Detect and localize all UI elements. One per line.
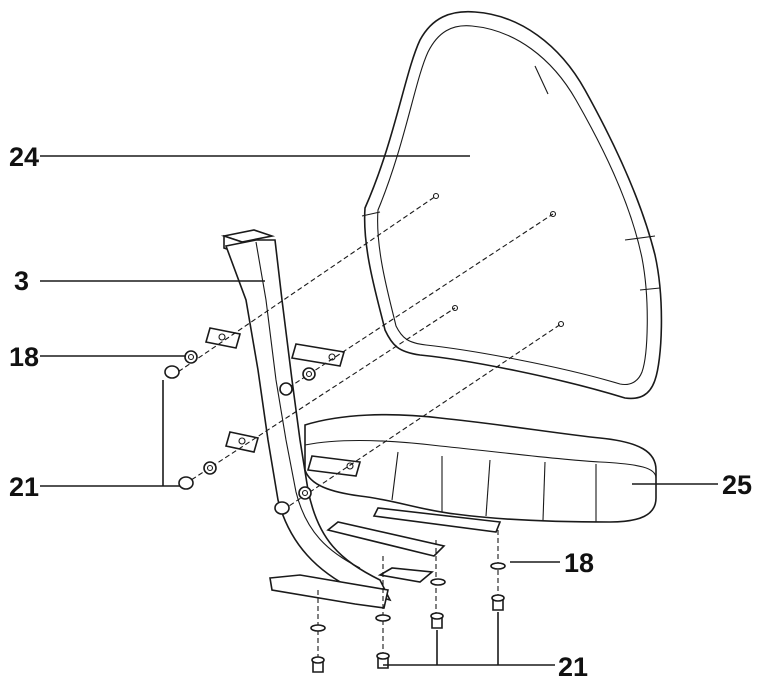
leader-lines (40, 155, 718, 666)
callout-3: 3 (14, 266, 29, 296)
backrest-pad (361, 10, 663, 400)
callout-24: 24 (9, 142, 39, 172)
callout-18-upper: 18 (9, 342, 39, 372)
hardware (164, 350, 506, 673)
callout-21-left: 21 (9, 472, 39, 502)
callout-21-bottom: 21 (558, 652, 588, 682)
callout-25: 25 (722, 470, 752, 500)
callout-18-lower: 18 (564, 548, 594, 578)
seat-frame-tube (204, 229, 502, 609)
seat-cushion (304, 413, 657, 523)
